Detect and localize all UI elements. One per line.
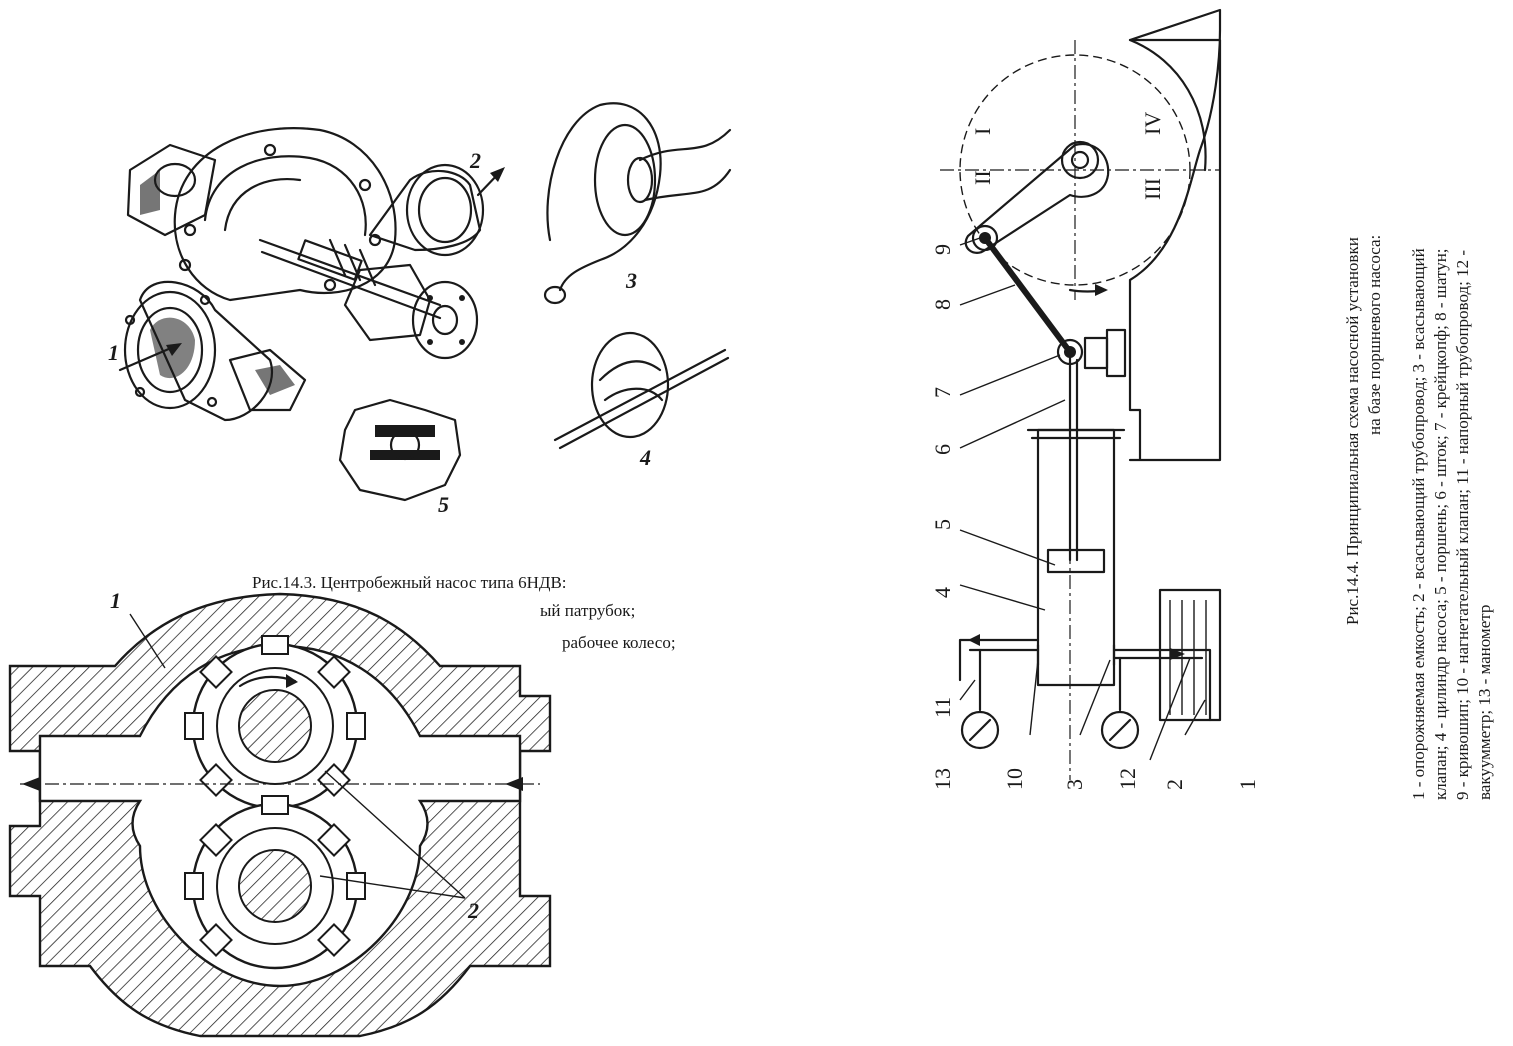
callout-1: 1 — [108, 340, 119, 365]
scheme-callout-8: 8 — [930, 299, 955, 310]
legend-line-2: клапан; 4 - цилиндр насоса; 5 - поршень;… — [1431, 248, 1450, 800]
quadrant-III: III — [1140, 178, 1165, 200]
scheme-callout-12: 12 — [1115, 768, 1140, 790]
legend-line-3: 9 - кривошип; 10 - нагнетательный клапан… — [1453, 249, 1472, 800]
figure-14-4-title: Рис.14.4. Принципиальная схема насосной … — [1342, 235, 1386, 625]
scheme-callout-10: 10 — [1002, 768, 1027, 790]
legend-line-4: вакуумметр; 13 - манометр — [1475, 604, 1494, 800]
scheme-callout-6: 6 — [930, 444, 955, 455]
figure-14-4-legend: 1 - опорожняемая емкость; 2 - всасывающи… — [1408, 248, 1496, 800]
caption-line-2: ый патрубок; — [540, 601, 636, 620]
fig-14-4-title-line-1: Рис.14.4. Принципиальная схема насосной … — [1343, 237, 1362, 625]
scheme-callout-11: 11 — [930, 697, 955, 718]
scheme-callout-1: 1 — [1235, 779, 1260, 790]
scheme-callout-4: 4 — [930, 587, 955, 598]
quadrant-IV: IV — [1140, 112, 1165, 135]
gear-callout-1: 1 — [110, 588, 121, 613]
callout-5: 5 — [438, 492, 449, 517]
callout-2: 2 — [469, 148, 481, 173]
centrifugal-pump-drawing: 1 2 3 4 5 — [108, 102, 732, 517]
scheme-callout-2: 2 — [1162, 779, 1187, 790]
caption-line-3: рабочее колесо; — [562, 633, 676, 652]
scheme-callout-9: 9 — [930, 244, 955, 255]
callout-4: 4 — [639, 445, 651, 470]
gear-callout-2: 2 — [467, 898, 479, 923]
legend-line-1: 1 - опорожняемая емкость; 2 - всасывающи… — [1409, 248, 1428, 800]
scheme-callout-3: 3 — [1062, 779, 1087, 790]
gear-pump-drawing: 1 2 — [8, 588, 552, 1038]
caption-title: Рис.14.3. Центробежный насос типа 6НДВ: — [252, 573, 567, 592]
figure-14-3-caption: Рис.14.3. Центробежный насос типа 6НДВ: — [252, 572, 567, 593]
fig-14-4-title-line-2: на базе поршневого насоса: — [1365, 234, 1384, 435]
piston-pump-scheme: I II III IV — [930, 8, 1260, 790]
scheme-callout-13: 13 — [930, 768, 955, 790]
scheme-callout-7: 7 — [930, 387, 955, 398]
callout-3: 3 — [625, 268, 637, 293]
quadrant-I: I — [970, 128, 995, 135]
quadrant-II: II — [970, 170, 995, 185]
scheme-callout-5: 5 — [930, 519, 955, 530]
